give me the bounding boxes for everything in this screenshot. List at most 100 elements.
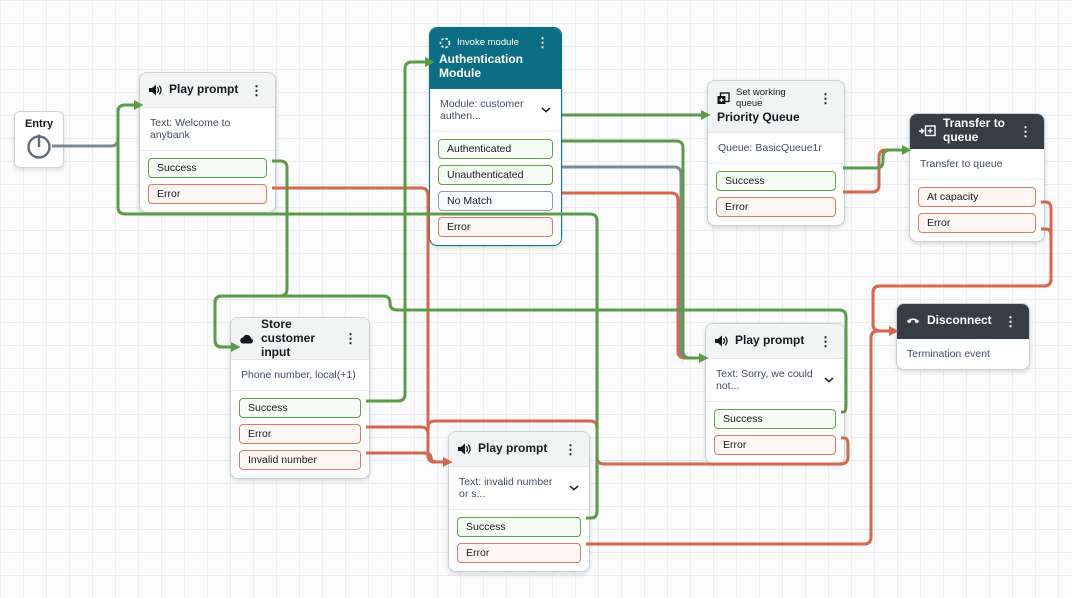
node-type-label: Set working queue xyxy=(736,87,786,109)
output-label: Error xyxy=(157,188,181,200)
node-parameter-text: Text: invalid number or s... xyxy=(459,476,553,500)
node-header: Play prompt ⋮ xyxy=(449,432,589,467)
wire-priority-success-to-transfer xyxy=(843,145,912,170)
node-parameter-text: Module: customer authen... xyxy=(440,97,524,122)
node-parameter-row[interactable]: Text: Sorry, we could not... xyxy=(706,359,844,402)
node-title: Play prompt xyxy=(478,441,548,456)
entry-label: Entry xyxy=(24,118,54,130)
output-label: No Match xyxy=(447,194,492,207)
output-label: Error xyxy=(447,220,471,233)
output-label: Authenticated xyxy=(447,142,512,155)
output-port-success[interactable]: Success xyxy=(239,398,361,419)
node-parameter-text: Queue: BasicQueue1r xyxy=(718,141,822,154)
output-port-error[interactable]: Error xyxy=(714,435,836,455)
node-parameter-text: Text: Welcome to anybank xyxy=(150,117,231,141)
output-label: Success xyxy=(248,402,288,415)
node-priority-queue[interactable]: Set working queue ⋮ Priority Queue Queue:… xyxy=(707,80,845,226)
wire-auth-error-to-play-prompt-sorry xyxy=(562,191,696,360)
node-parameter-row: Text: Welcome to anybank xyxy=(140,108,275,151)
output-port-success[interactable]: Success xyxy=(714,409,836,429)
output-port-success[interactable]: Success xyxy=(148,158,267,178)
wire-store-success-to-authentication-module xyxy=(366,57,435,403)
chevron-down-icon[interactable] xyxy=(541,107,551,113)
output-label: Success xyxy=(723,413,763,425)
node-play-prompt-invalid[interactable]: Play prompt ⋮ Text: invalid number or s..… xyxy=(448,431,590,572)
node-play-prompt-welcome[interactable]: Play prompt ⋮ Text: Welcome to anybank Su… xyxy=(139,72,276,213)
kebab-menu-icon[interactable]: ⋮ xyxy=(564,441,577,457)
node-header: Disconnect ⋮ xyxy=(897,304,1029,339)
node-parameter-row[interactable]: Text: invalid number or s... xyxy=(449,467,589,510)
output-label: Success xyxy=(466,521,506,533)
node-parameter-text: Termination event xyxy=(907,348,990,360)
chevron-down-icon[interactable] xyxy=(824,377,834,383)
output-label: Unauthenticated xyxy=(447,168,524,181)
node-title: Authentication Module xyxy=(439,52,523,80)
output-port-error[interactable]: Error xyxy=(148,184,267,204)
node-authentication-module[interactable]: Invoke module⋮ Authentication Module Mod… xyxy=(429,27,562,246)
kebab-menu-icon[interactable]: ⋮ xyxy=(819,90,832,106)
node-header: Transfer to queue ⋮ xyxy=(910,114,1044,149)
transfer-icon xyxy=(919,125,936,137)
node-store-customer-input[interactable]: Store customer input ⋮ Phone number, loca… xyxy=(230,317,370,480)
node-title: Play prompt xyxy=(735,333,805,348)
output-port-authenticated[interactable]: Authenticated xyxy=(438,138,553,159)
kebab-menu-icon[interactable]: ⋮ xyxy=(536,35,549,50)
entry-start-icon xyxy=(24,130,54,160)
node-parameter-row: Phone number, local(+1) xyxy=(231,360,369,392)
module-icon xyxy=(439,37,451,49)
node-header: Play prompt ⋮ xyxy=(706,324,844,359)
output-port-invalid-number[interactable]: Invalid number xyxy=(239,450,361,471)
node-title: Priority Queue xyxy=(717,110,800,124)
output-port-error[interactable]: Error xyxy=(457,543,581,563)
output-port-unauthenticated[interactable]: Unauthenticated xyxy=(438,164,553,185)
output-label: Error xyxy=(927,217,951,229)
output-label: Error xyxy=(466,547,490,559)
node-title: Disconnect xyxy=(927,313,992,328)
output-port-at-capacity[interactable]: At capacity xyxy=(918,187,1036,207)
node-parameter-text: Text: Sorry, we could not... xyxy=(716,368,813,392)
node-header: Play prompt ⋮ xyxy=(140,73,275,108)
output-port-error[interactable]: Error xyxy=(438,216,553,237)
wire-store-invalid-number-to-play-prompt-invalid xyxy=(366,451,444,464)
node-title: Transfer to queue xyxy=(943,116,1006,144)
node-parameter-row: Queue: BasicQueue1r xyxy=(708,133,844,164)
node-transfer-to-queue[interactable]: Transfer to queue ⋮ Transfer to queue At … xyxy=(909,113,1045,242)
kebab-menu-icon[interactable]: ⋮ xyxy=(344,331,357,347)
speaker-icon xyxy=(149,84,162,96)
speaker-icon xyxy=(458,443,471,455)
output-label: Error xyxy=(248,428,272,441)
output-label: Success xyxy=(157,162,197,174)
kebab-menu-icon[interactable]: ⋮ xyxy=(1019,123,1032,139)
node-parameter-row: Transfer to queue xyxy=(910,149,1044,180)
cloud-icon xyxy=(240,334,254,344)
node-play-prompt-sorry[interactable]: Play prompt ⋮ Text: Sorry, we could not..… xyxy=(705,323,845,464)
kebab-menu-icon[interactable]: ⋮ xyxy=(250,82,263,98)
output-label: Error xyxy=(723,439,747,451)
entry-node[interactable]: Entry xyxy=(14,111,64,168)
output-port-error[interactable]: Error xyxy=(239,424,361,445)
node-title: Play prompt xyxy=(169,82,239,97)
output-port-no-match[interactable]: No Match xyxy=(438,190,553,211)
kebab-menu-icon[interactable]: ⋮ xyxy=(819,333,832,349)
queue-icon xyxy=(717,91,730,105)
output-port-error[interactable]: Error xyxy=(918,213,1036,233)
wire-auth-no-match-to-play-prompt-sorry xyxy=(562,165,696,360)
node-disconnect[interactable]: Disconnect ⋮ Termination event xyxy=(896,303,1030,370)
node-title: Store customer input xyxy=(261,317,316,359)
kebab-menu-icon[interactable]: ⋮ xyxy=(1004,313,1017,329)
wire-priority-error-to-transfer xyxy=(843,148,901,194)
output-port-success[interactable]: Success xyxy=(457,517,581,537)
wire-store-error-to-play-prompt-invalid xyxy=(366,425,444,464)
output-label: Invalid number xyxy=(248,454,317,467)
output-label: Success xyxy=(725,174,765,187)
wire-auth-unauthenticated-to-play-prompt-sorry xyxy=(562,139,709,363)
output-port-error[interactable]: Error xyxy=(716,196,836,217)
node-parameter-row[interactable]: Module: customer authen... xyxy=(430,89,561,132)
node-parameter-text: Transfer to queue xyxy=(920,158,1003,170)
node-header: Invoke module⋮ Authentication Module xyxy=(430,28,561,89)
output-port-success[interactable]: Success xyxy=(716,170,836,191)
node-parameter-text: Phone number, local(+1) xyxy=(241,369,356,382)
chevron-down-icon[interactable] xyxy=(569,485,579,491)
output-label: At capacity xyxy=(927,191,979,203)
